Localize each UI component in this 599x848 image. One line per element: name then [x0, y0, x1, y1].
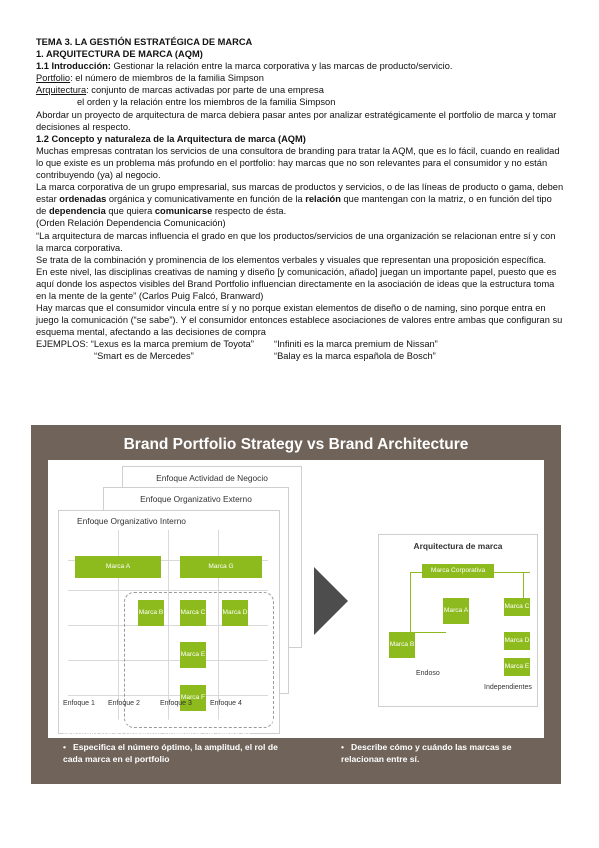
independientes-label: Independientes — [484, 684, 532, 691]
endoso-label: Endoso — [416, 670, 440, 677]
intro-text: Gestionar la relación entre la marca cor… — [110, 61, 453, 72]
card-label: Arquitectura de marca — [413, 541, 503, 551]
p2-bold: ordenadas — [59, 194, 107, 205]
marca-d-box: Marca D — [222, 600, 248, 626]
portfolio-label: Portfolio — [36, 73, 71, 84]
arrow-right-icon — [314, 567, 348, 635]
bullet-right-2: •Describe cómo y cuándo las marcas se re… — [341, 742, 512, 764]
connector — [410, 632, 446, 633]
portfolio-definition: Portfolio: el número de miembros de la f… — [36, 72, 564, 84]
paragraph-4: “La arquitectura de marcas influencia el… — [36, 230, 556, 253]
example-text: “Balay es la marca española de Bosch” — [274, 351, 436, 362]
section-heading-1: 1. ARQUITECTURA DE MARCA (AQM) — [36, 49, 203, 60]
paragraph-5: Se trata de la combinación y prominencia… — [36, 254, 547, 265]
right-marca-a-box: Marca A — [443, 598, 469, 624]
examples-row-2: “Smart es de Mercedes” “Balay es la marca… — [36, 350, 564, 362]
arquitectura-definition: Arquitectura: conjunto de marcas activad… — [36, 84, 564, 96]
p2-part: respecto de ésta. — [212, 206, 287, 217]
marca-f-box: Marca F — [180, 685, 206, 711]
enfoque-label: Enfoque 2 — [108, 700, 140, 707]
paragraph-7: Hay marcas que el consumidor vincula ent… — [36, 303, 563, 338]
connector — [410, 572, 411, 632]
p2-bold: relación — [305, 194, 341, 205]
dashed-group — [124, 592, 274, 728]
arquitectura-text-2: el orden y la relación entre los miembro… — [77, 97, 336, 108]
p2-bold: dependencia — [48, 206, 106, 217]
p2-part: que mantengan con la matriz, o en funció… — [36, 194, 552, 217]
paragraph-6: En este nivel, las disciplinas creativas… — [36, 266, 557, 301]
abordar-paragraph: Abordar un proyecto de arquitectura de m… — [36, 109, 557, 132]
paragraph-1: Muchas empresas contratan los servicios … — [36, 145, 560, 181]
marca-corporativa-box: Marca Corporativa — [422, 564, 494, 578]
arquitectura-text: : conjunto de marcas activadas por parte… — [86, 85, 324, 96]
paragraph-3: (Orden Relación Dependencia Comunicación… — [36, 218, 226, 229]
paragraph-2: La marca corporativa de un grupo empresa… — [36, 181, 564, 217]
right-marca-e-box: Marca E — [504, 658, 530, 676]
section-heading-1-2: 1.2 Concepto y naturaleza de la Arquitec… — [36, 133, 306, 144]
bullet-text: Describe cómo y cuándo las marcas se rel… — [341, 742, 512, 764]
brand-portfolio-figure: Brand Portfolio Strategy vs Brand Archit… — [31, 425, 561, 784]
right-marca-b-box: Marca B — [389, 632, 415, 658]
p2-bold: comunicarse — [154, 206, 213, 217]
portfolio-text: : el número de miembros de la familia Si… — [70, 73, 264, 84]
card-label: Enfoque Organizativo Interno — [77, 516, 186, 526]
arquitectura-label: Arquitectura — [36, 85, 87, 96]
marca-a-box: Marca A — [75, 556, 161, 578]
bullet-left-1: •Articulación de cómo la Compañía debe d… — [63, 716, 278, 738]
intro-paragraph: 1.1 Introducción: Gestionar la relación … — [36, 60, 564, 72]
right-marca-d-box: Marca D — [504, 632, 530, 650]
bullet-text: Especifica el número óptimo, la amplitud… — [63, 742, 278, 764]
examples-row-1: EJEMPLOS: “Lexus es la marca premium de … — [36, 338, 564, 350]
example-text: “Infiniti es la marca premium de Nissan” — [274, 339, 438, 350]
bullet-right-1: •Definición de la relación óptima entre … — [341, 716, 526, 738]
enfoque-label: Enfoque 1 — [63, 700, 95, 707]
right-marca-c-box: Marca C — [504, 598, 530, 616]
grid-line — [168, 530, 169, 720]
example-text: EJEMPLOS: “Lexus es la marca premium de … — [36, 339, 254, 350]
doc-title: TEMA 3. LA GESTIÓN ESTRATÉGICA DE MARCA — [36, 37, 253, 47]
card-label: Enfoque Actividad de Negocio — [156, 473, 268, 483]
example-text: “Smart es de Mercedes” — [94, 351, 194, 362]
bullet-left-2: •Especifica el número óptimo, la amplitu… — [63, 742, 278, 764]
figure-panel: Enfoque Actividad de Negocio Enfoque Org… — [48, 460, 544, 738]
connector — [523, 572, 524, 602]
grid-line — [118, 530, 119, 720]
enfoque-label: Enfoque 4 — [210, 700, 242, 707]
p2-part: La marca corporativa de un grupo empresa… — [36, 182, 564, 205]
marca-g-box: Marca G — [180, 556, 262, 578]
p2-part: orgánica y comunicativamente en función … — [106, 194, 306, 205]
enfoque-label: Enfoque 3 — [160, 700, 192, 707]
card-label: Enfoque Organizativo Externo — [140, 494, 252, 504]
marca-e-box: Marca E — [180, 642, 206, 668]
figure-title: Brand Portfolio Strategy vs Brand Archit… — [123, 436, 469, 453]
document-body: TEMA 3. LA GESTIÓN ESTRATÉGICA DE MARCA … — [36, 36, 564, 363]
bullet-text: Definición de la relación óptima entre c… — [341, 716, 526, 738]
marca-b-box: Marca B — [138, 600, 164, 626]
p2-part: que quiera — [105, 206, 155, 217]
marca-c-box: Marca C — [180, 600, 206, 626]
intro-label: 1.1 Introducción: — [36, 61, 111, 72]
bullet-text: Articulación de cómo la Compañía debe de… — [63, 716, 278, 738]
grid-line — [218, 530, 219, 720]
